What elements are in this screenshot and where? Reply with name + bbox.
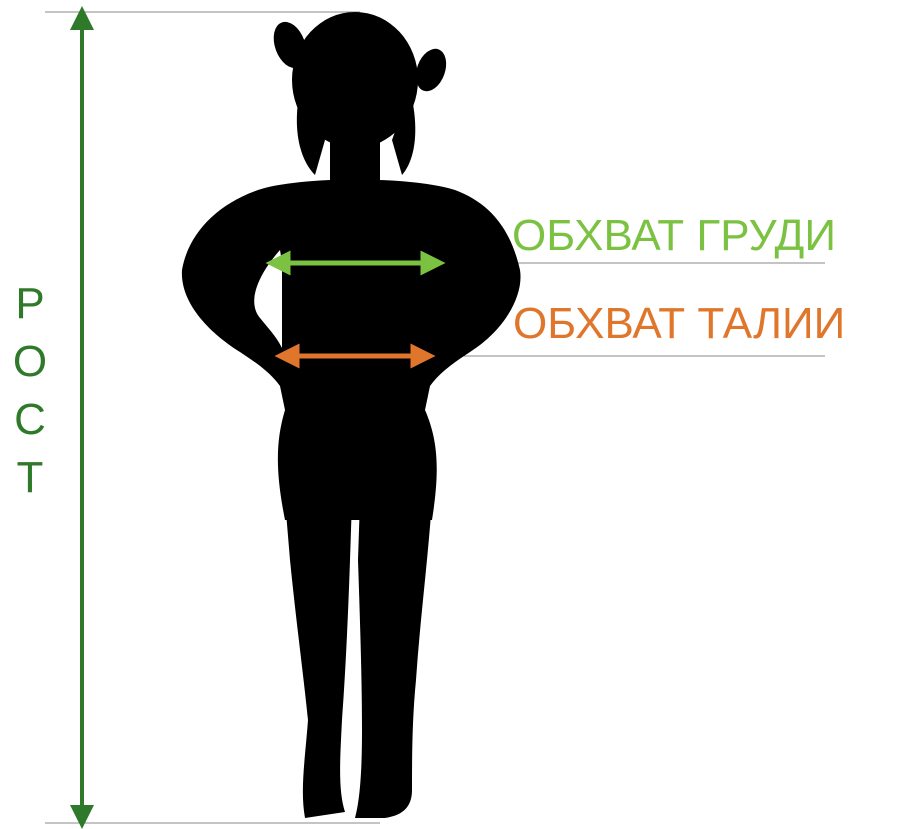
height-label-letter: О: [13, 337, 47, 386]
height-label-letter: С: [14, 395, 46, 444]
height-label-letter: Т: [17, 453, 44, 502]
height-label-letter: Р: [15, 279, 44, 328]
child-silhouette: [181, 12, 521, 818]
chest-label: ОБХВАТ ГРУДИ: [512, 211, 836, 260]
waist-label: ОБХВАТ ТАЛИИ: [513, 299, 845, 348]
